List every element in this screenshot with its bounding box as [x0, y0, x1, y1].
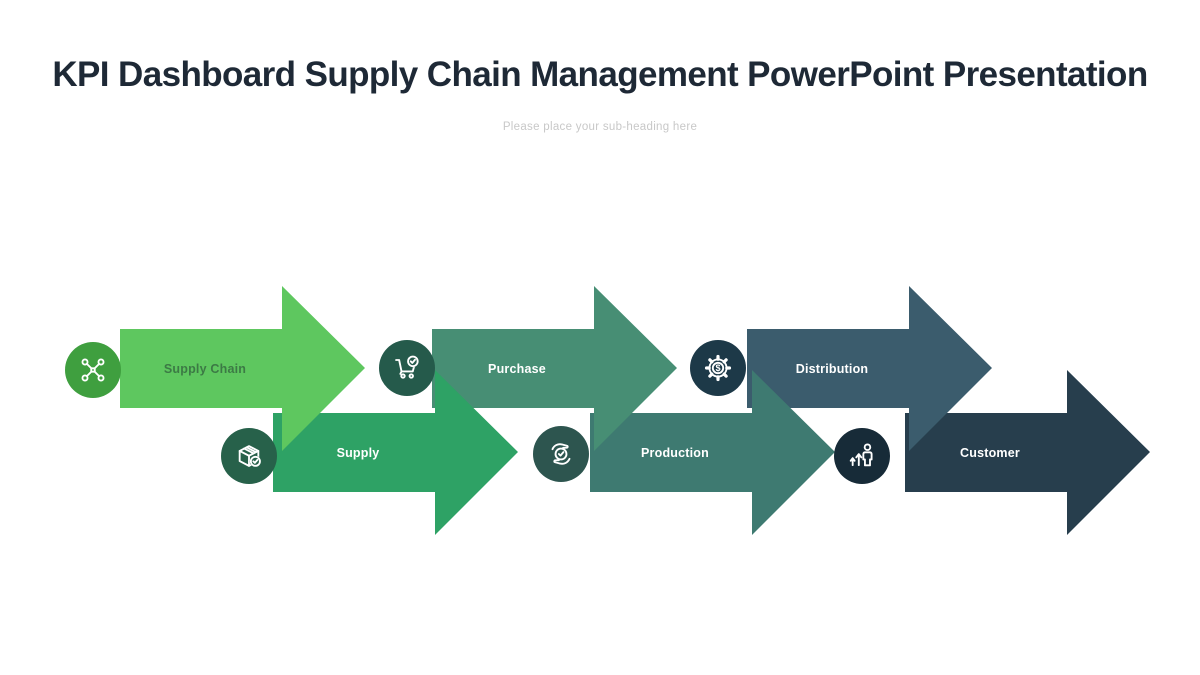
- slide-title: KPI Dashboard Supply Chain Management Po…: [52, 55, 1148, 94]
- step-label-supply-chain: Supply Chain: [163, 361, 247, 376]
- step-label-production: Production: [641, 445, 709, 460]
- step-label-distribution: Distribution: [795, 361, 869, 376]
- step-label-customer: Customer: [960, 445, 1020, 460]
- svg-text:$: $: [715, 363, 720, 373]
- network-icon: [65, 342, 121, 398]
- gear-dollar-icon: $: [690, 340, 746, 396]
- step-label-purchase: Purchase: [488, 361, 546, 376]
- person-growth-icon: [834, 428, 890, 484]
- hands-check-icon: [533, 426, 589, 482]
- slide-subtitle: Please place your sub-heading here: [502, 121, 698, 133]
- cart-check-icon: [379, 340, 435, 396]
- step-label-supply: Supply: [336, 445, 380, 460]
- package-check-icon: [221, 428, 277, 484]
